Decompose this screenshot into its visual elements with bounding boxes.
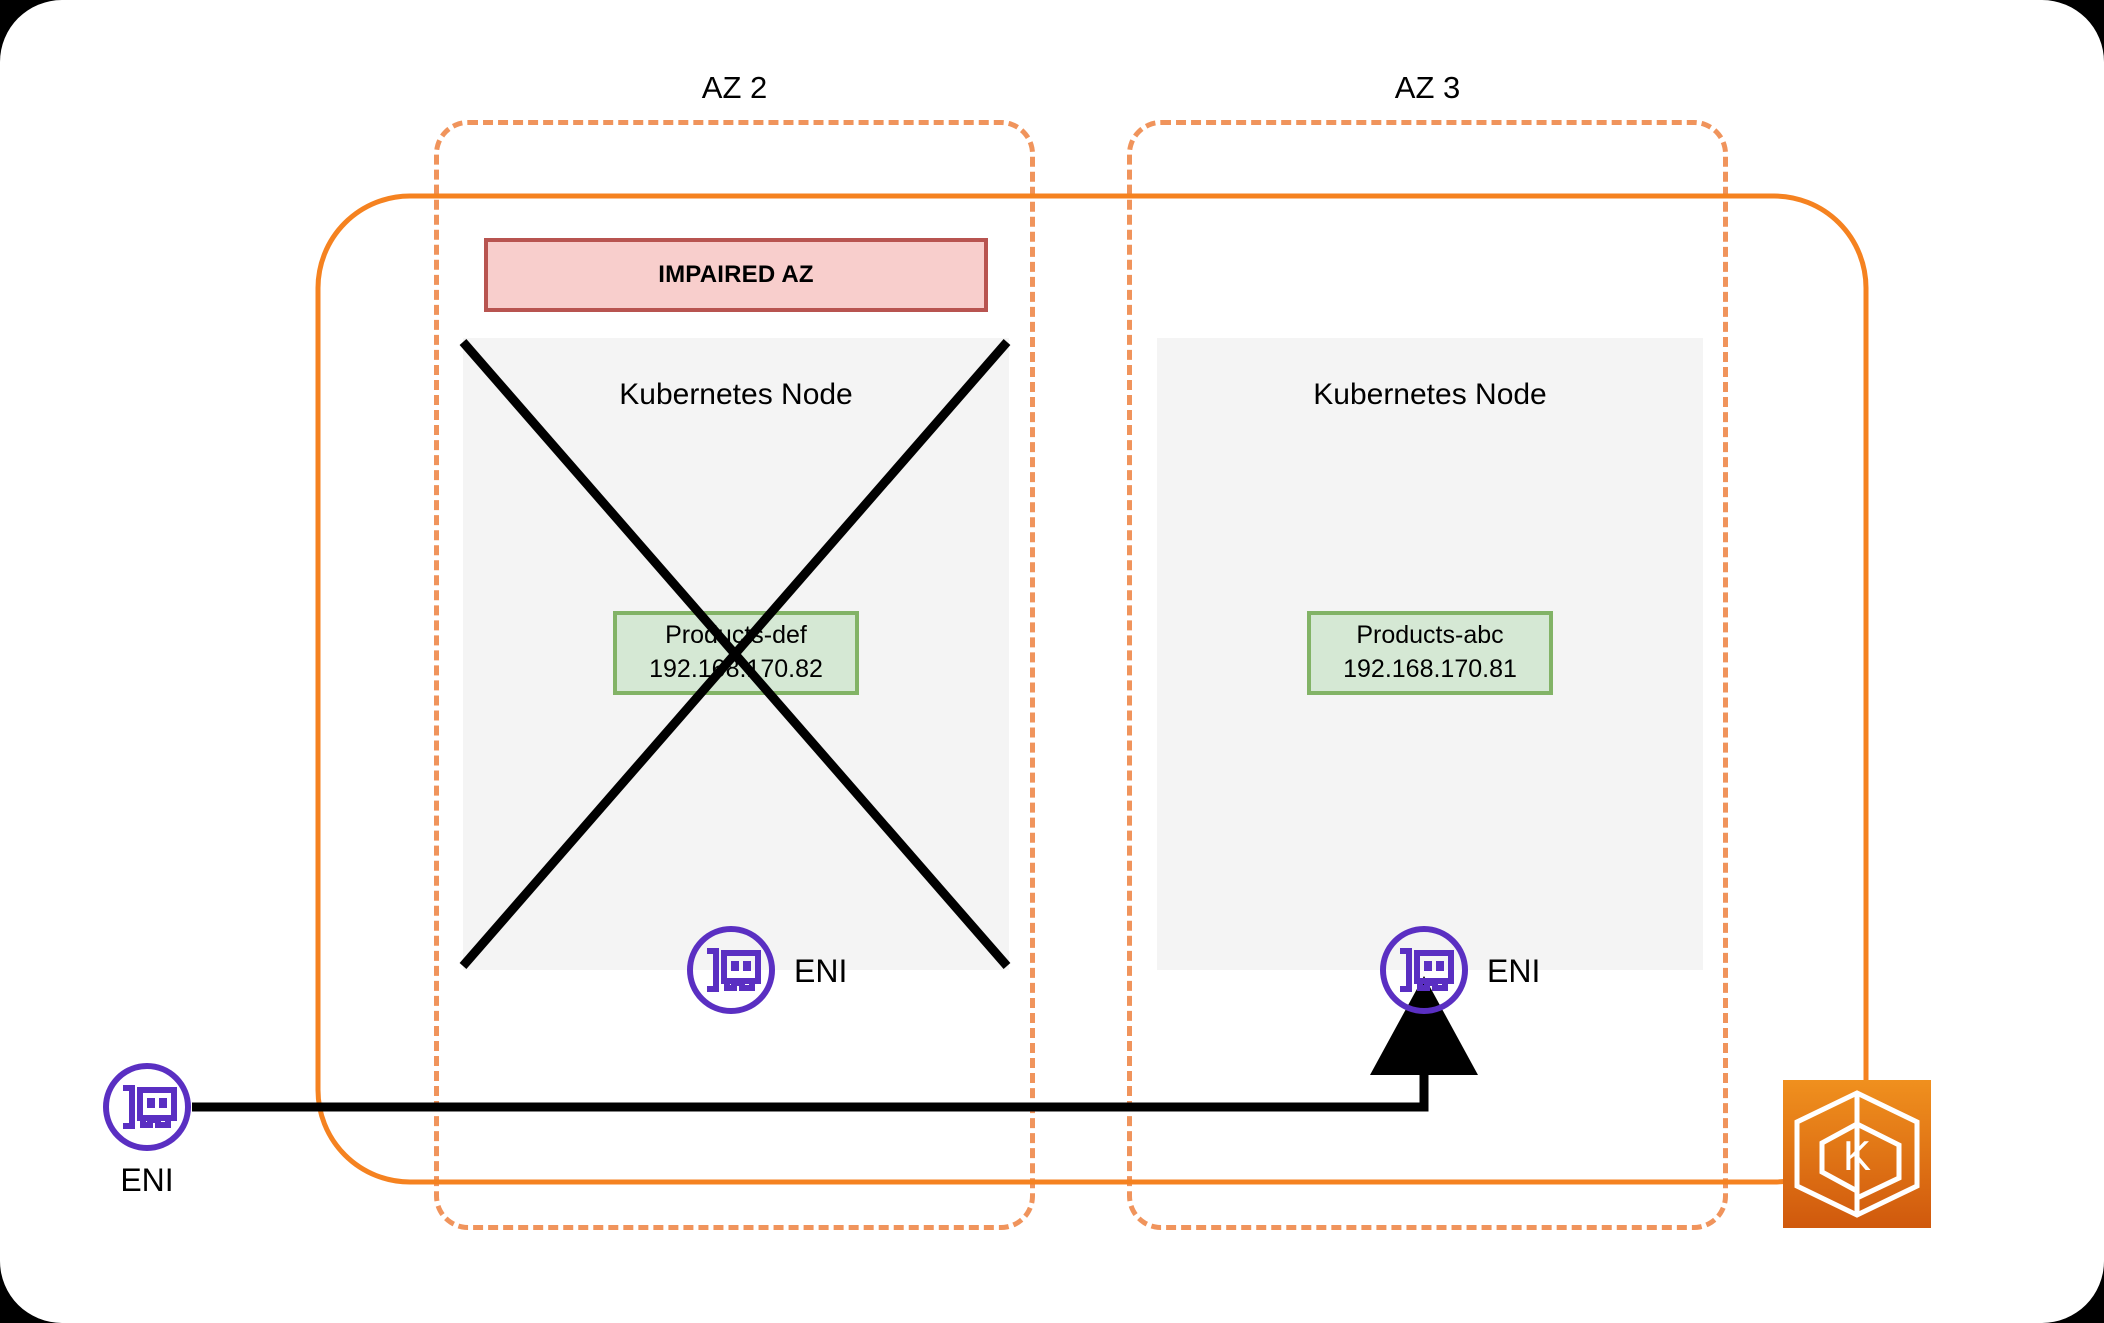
- network-interface-card-icon: [1380, 926, 1468, 1014]
- pod-products-def-name: Products-def: [665, 621, 807, 650]
- pod-products-abc-ip: 192.168.170.81: [1343, 655, 1517, 683]
- network-interface-card-icon: [103, 1063, 191, 1151]
- eni-az2[interactable]: ENI: [686, 925, 847, 1015]
- az-label-az3: AZ 3: [1394, 70, 1461, 105]
- eni-external-label: ENI: [120, 1162, 174, 1198]
- kubernetes-node-az3-title: Kubernetes Node: [1313, 378, 1547, 411]
- eni-az3[interactable]: ENI: [1379, 925, 1540, 1015]
- kubernetes-node-az2-title: Kubernetes Node: [619, 378, 853, 411]
- pod-products-abc: Products-abc 192.168.170.81: [1307, 611, 1553, 695]
- impaired-az-label: IMPAIRED AZ: [658, 261, 814, 288]
- svg-text:K: K: [1843, 1132, 1871, 1179]
- pod-products-def: Products-def 192.168.170.82: [613, 611, 859, 695]
- eni-external[interactable]: ENI: [102, 1062, 192, 1212]
- eni-az3-label: ENI: [1487, 953, 1541, 989]
- impaired-az-banner: IMPAIRED AZ: [484, 238, 988, 312]
- pod-products-def-ip: 192.168.170.82: [649, 655, 823, 683]
- network-interface-card-icon: [687, 926, 775, 1014]
- eni-az2-label: ENI: [794, 953, 848, 989]
- az-label-az2: AZ 2: [701, 70, 768, 105]
- pod-products-abc-name: Products-abc: [1356, 621, 1504, 650]
- eks-logo-icon: K: [1783, 1080, 1931, 1228]
